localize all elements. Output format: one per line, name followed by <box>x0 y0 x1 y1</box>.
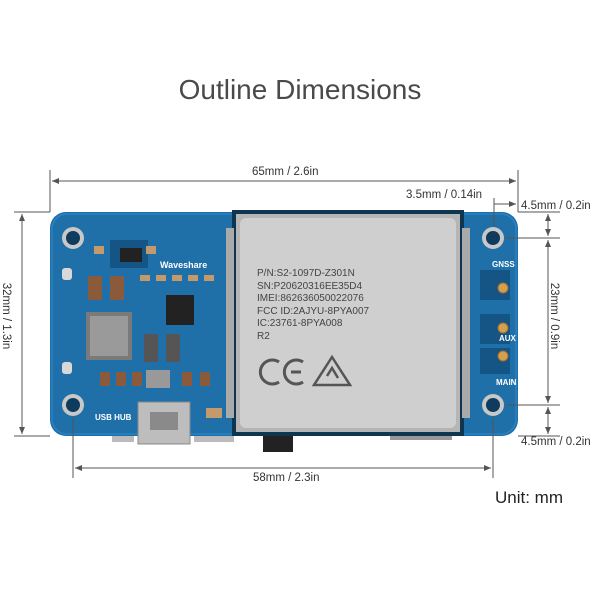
silk-usb-hub: USB HUB <box>95 413 132 422</box>
module-rev: R2 <box>257 330 270 342</box>
silk-brand: Waveshare <box>160 260 208 270</box>
module-label: P/N:S2-1097D-Z301N SN:P20620316EE35D4 IM… <box>257 268 369 343</box>
rcm-mark <box>311 354 353 387</box>
dim-hole-spacing-height: 23mm / 0.9in <box>548 282 561 350</box>
unit-label: Unit: mm <box>495 488 563 507</box>
dim-edge-offset-bottom: 4.5mm / 0.2in <box>521 436 591 448</box>
ce-mark <box>258 358 304 386</box>
usb-connector <box>112 401 234 445</box>
components <box>62 240 222 418</box>
silk-gnss: GNSS <box>492 260 515 269</box>
dim-edge-offset-top: 4.5mm / 0.2in <box>521 200 591 212</box>
module-ic: IC:23761-8PYA008 <box>257 318 343 329</box>
module-sn: SN:P20620316EE35D4 <box>257 280 363 292</box>
dim-hole-spacing-width: 58mm / 2.3in <box>253 472 320 484</box>
silk-main: MAIN <box>496 378 517 387</box>
dim-board-height: 32mm / 1.3in <box>0 282 13 350</box>
dim-total-width: 65mm / 2.6in <box>252 166 319 178</box>
silk-aux: AUX <box>499 334 516 343</box>
mounting-holes <box>62 227 504 416</box>
module-fcc: FCC ID:2AJYU-8PYA007 <box>257 305 370 317</box>
lte-module <box>226 210 470 436</box>
dim-hole-offset-top: 3.5mm / 0.14in <box>406 189 483 201</box>
module-pn: P/N:S2-1097D-Z301N <box>257 268 355 279</box>
page-title: Outline Dimensions <box>178 74 422 105</box>
module-imei: IMEI:862636050022076 <box>257 293 364 304</box>
antenna-connectors <box>480 270 510 374</box>
